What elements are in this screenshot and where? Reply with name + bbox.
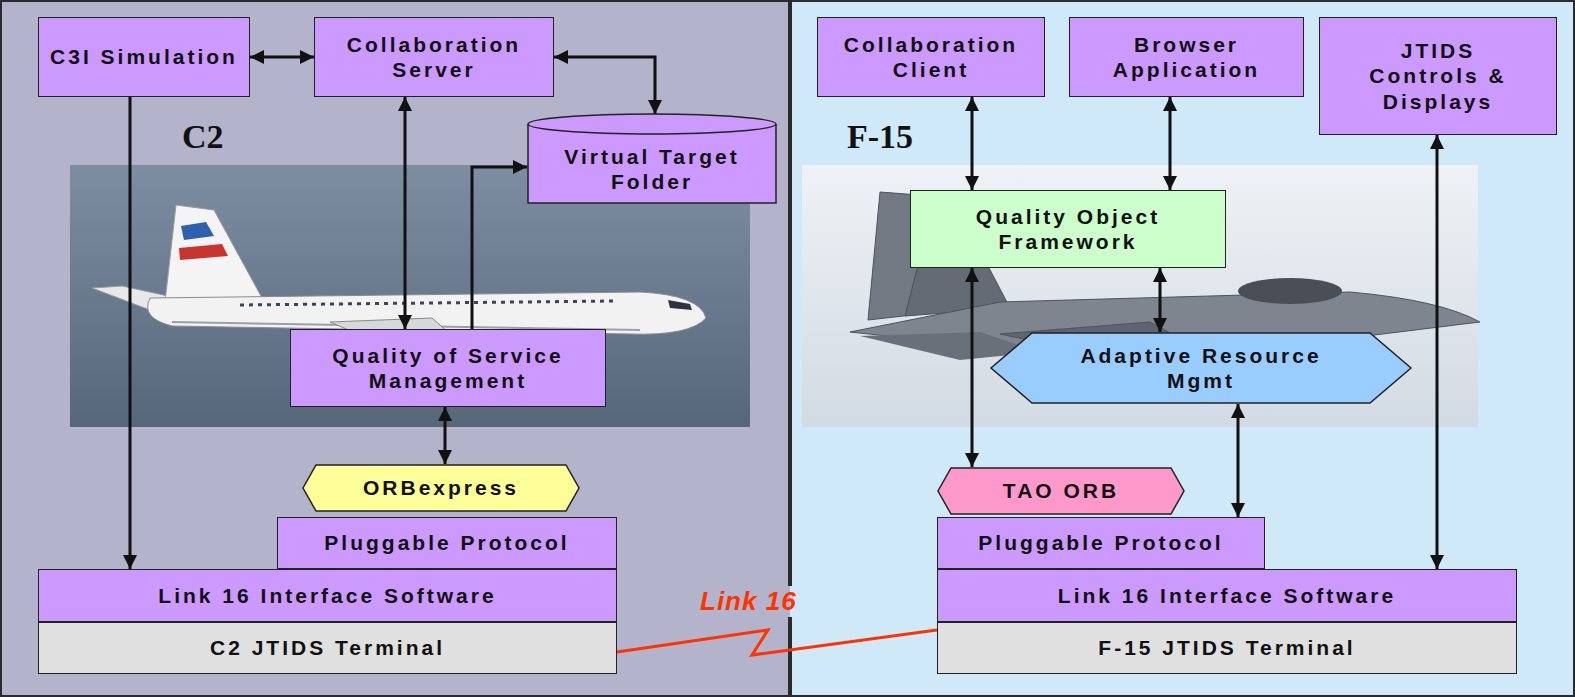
process-box: C3I Simulation bbox=[38, 17, 250, 97]
data-flow-arrow bbox=[404, 97, 407, 329]
box-label: Browser Application bbox=[1077, 32, 1296, 82]
orb-hexagon: TAO ORB bbox=[937, 467, 1185, 515]
wing bbox=[330, 318, 502, 382]
box-label: Link 16 Interface Software bbox=[1058, 583, 1396, 608]
cockpit-window bbox=[668, 300, 692, 310]
belly-line bbox=[172, 322, 640, 330]
aircraft-name: F-15 bbox=[847, 118, 913, 155]
interface-box: Link 16 Interface Software bbox=[38, 569, 617, 622]
data-flow-arrow bbox=[129, 97, 132, 569]
wing bbox=[1000, 322, 1205, 366]
box-label: Collaboration Client bbox=[825, 32, 1037, 82]
tail-fin bbox=[165, 205, 262, 302]
hexagon-shape bbox=[938, 468, 1184, 514]
box-label: Link 16 Interface Software bbox=[158, 583, 496, 608]
sky-background bbox=[70, 165, 750, 427]
data-flow-arrow bbox=[1159, 268, 1162, 332]
hexagon-shape bbox=[303, 465, 579, 511]
protocol-box: Pluggable Protocol bbox=[937, 517, 1265, 569]
data-flow-arrow bbox=[444, 407, 447, 464]
box-label: Quality of Service Management bbox=[298, 343, 598, 393]
tail-fin bbox=[868, 192, 992, 320]
process-box: Quality of Service Management bbox=[290, 329, 606, 407]
box-label: TAO ORB bbox=[1003, 478, 1119, 503]
data-flow-arrow bbox=[1436, 135, 1439, 569]
protocol-box: Pluggable Protocol bbox=[277, 517, 617, 569]
data-flow-arrow bbox=[1237, 404, 1240, 517]
orb-hexagon: ORBexpress bbox=[302, 464, 580, 512]
connectors bbox=[130, 57, 1437, 655]
box-label: Pluggable Protocol bbox=[978, 530, 1223, 555]
data-flow-arrow bbox=[554, 57, 655, 114]
box-label: Pluggable Protocol bbox=[324, 530, 569, 555]
stabilizer bbox=[860, 332, 1040, 360]
aircraft-panel: C2 C3I Simulation Collaboration ServerVirt… bbox=[0, 0, 790, 697]
interface-box: Link 16 Interface Software bbox=[937, 569, 1517, 622]
tail-stabilizer bbox=[92, 286, 205, 310]
data-flow-arrow bbox=[971, 97, 974, 190]
fuselage bbox=[148, 292, 706, 334]
data-flow-arrow bbox=[250, 56, 314, 59]
cylinder-rim bbox=[528, 124, 776, 134]
box-label: Adaptive Resource Mgmt bbox=[1076, 343, 1326, 393]
hexagon-shape bbox=[991, 333, 1411, 403]
process-box: Collaboration Client bbox=[817, 17, 1045, 97]
resource-hexagon: Adaptive Resource Mgmt bbox=[990, 332, 1412, 404]
box-label: F-15 JTIDS Terminal bbox=[1098, 635, 1355, 660]
framework-box: Quality Object Framework bbox=[910, 190, 1226, 268]
tail-stripe bbox=[179, 244, 228, 260]
box-label: JTIDS Controls & Displays bbox=[1343, 38, 1533, 114]
process-box: JTIDS Controls & Displays bbox=[1319, 17, 1557, 135]
fuselage bbox=[850, 292, 1480, 348]
box-label: Quality Object Framework bbox=[937, 204, 1199, 254]
radio-link-line bbox=[617, 630, 937, 655]
window-row bbox=[240, 301, 615, 305]
link-label: Link 16 bbox=[700, 586, 797, 617]
fighter-photo bbox=[802, 165, 1480, 427]
box-label: Collaboration Server bbox=[322, 32, 546, 82]
cylinder-body bbox=[528, 114, 776, 203]
data-store-cylinder: Virtual Target Folder bbox=[527, 114, 777, 204]
aircraft-name: C2 bbox=[182, 118, 224, 155]
terminal-box: F-15 JTIDS Terminal bbox=[937, 622, 1517, 674]
data-flow-arrow bbox=[1169, 97, 1172, 190]
box-label: C2 JTIDS Terminal bbox=[210, 635, 445, 660]
box-label: C3I Simulation bbox=[50, 44, 238, 69]
airliner-photo bbox=[70, 165, 750, 427]
box-label: ORBexpress bbox=[363, 475, 519, 500]
data-flow-arrow bbox=[472, 167, 527, 329]
data-flow-arrow bbox=[971, 268, 974, 467]
engine bbox=[432, 341, 492, 363]
process-box: Browser Application bbox=[1069, 17, 1304, 97]
terminal-box: C2 JTIDS Terminal bbox=[38, 622, 617, 674]
box-label: Virtual Target Folder bbox=[535, 144, 769, 194]
aircraft-panel: F-15 Collaboration Client Browser Applicat… bbox=[790, 0, 1575, 697]
canopy bbox=[1238, 278, 1342, 304]
process-box: Collaboration Server bbox=[314, 17, 554, 97]
hexagon-outline bbox=[990, 332, 1412, 404]
tail-fin bbox=[905, 218, 1010, 316]
sky-background bbox=[802, 165, 1478, 427]
link-label-patch: Link 16 bbox=[696, 586, 801, 617]
tail-stripe bbox=[181, 222, 214, 240]
